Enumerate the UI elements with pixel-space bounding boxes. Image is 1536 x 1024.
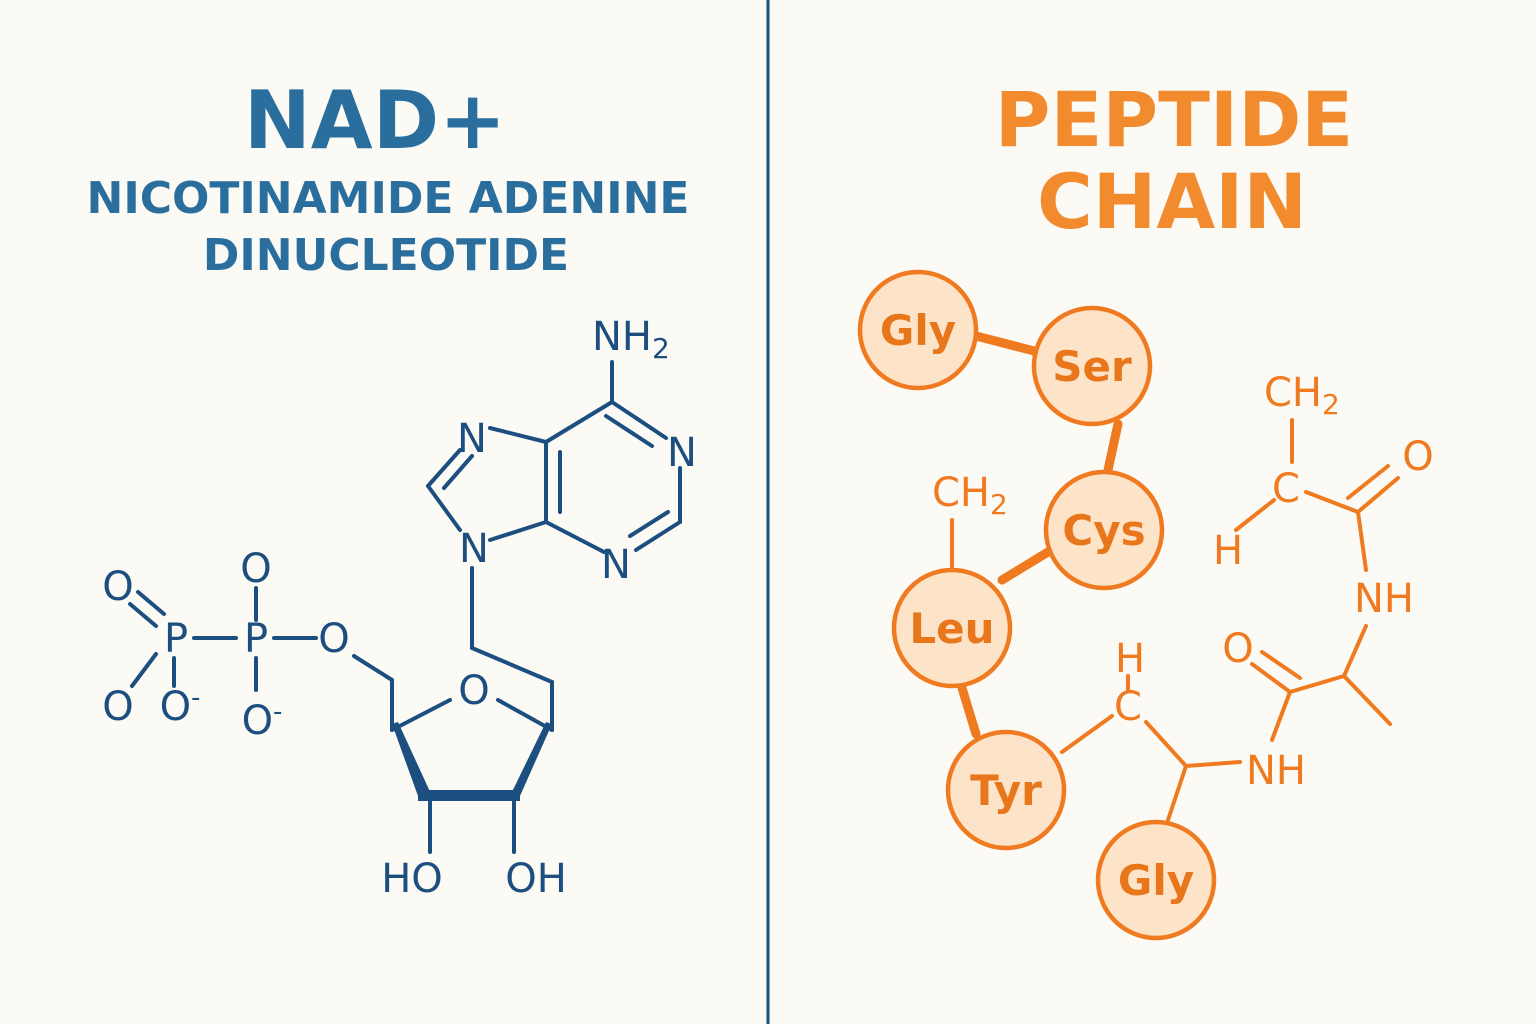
atom-nh-upper: NH [1354,576,1414,622]
atom-o-p2-bottom: O- [242,697,283,744]
phosphate-bonds [128,586,318,692]
atom-p2: P [244,616,268,662]
nad-title: NAD+ [244,74,506,167]
ribose-wedge-right [510,722,552,796]
peptide-title-line2: CHAIN [1037,157,1307,246]
residue-label: Tyr [970,766,1042,815]
atom-o-p2-top: O [240,546,271,592]
atom-c-lower: C [1114,684,1142,730]
residue-label: Cys [1062,506,1145,555]
atom-ho: HO [381,856,443,902]
atom-o-lower: O [1222,626,1253,672]
residue-label: Leu [909,604,994,653]
residue-leu: Leu [891,567,1013,689]
atom-o-upper: O [1402,434,1433,480]
atom-nh2: NH2 [592,314,670,365]
nad-subtitle-line1: NICOTINAMIDE ADENINE [87,173,690,224]
atom-o-bridge: O [318,616,349,662]
atom-o-p1-left-bottom: O [102,684,133,730]
peptide-bonds [950,418,1400,822]
nad-panel: NAD+ NICOTINAMIDE ADENINE DINUCLEOTIDE [87,74,697,902]
atom-ch2-left: CH2 [932,470,1008,521]
atom-n-bottom: N [601,542,631,588]
residue-gly-1: Gly [857,269,979,391]
peptide-panel: PEPTIDE CHAIN [857,75,1434,941]
peptide-title-line1: PEPTIDE [995,75,1353,164]
atom-oh: OH [505,856,567,902]
residue-cys: Cys [1043,469,1165,591]
ribose-bonds [352,646,554,854]
ribose-wedge-left [392,722,432,796]
nad-structure: NH2 N N N N O O HO OH P P O O O O- O- [102,314,697,902]
atom-nh-lower: NH [1246,748,1306,794]
residue-label: Ser [1052,342,1132,391]
residue-links [957,331,1123,739]
residue-gly-2: Gly [1095,819,1217,941]
nad-subtitle-line2: DINUCLEOTIDE [203,230,569,281]
residue-label: Gly [880,306,956,355]
atom-h-upper: H [1213,528,1243,574]
atom-h-lower: H [1115,636,1145,682]
atom-c-upper: C [1272,466,1300,512]
ribose-bold-bond [418,790,520,801]
atom-n-top: N [457,416,487,462]
residue-label: Gly [1118,856,1194,905]
atom-o-p1-top: O [102,564,133,610]
residue-ser: Ser [1031,305,1153,427]
adenine-bonds [426,360,682,650]
atom-ch2-right: CH2 [1264,370,1340,421]
atom-o-ring: O [458,668,489,714]
atom-n-right: N [667,430,697,476]
residue-tyr: Tyr [945,729,1067,851]
atom-n-nine: N [459,526,489,572]
atom-o-p1-bottom: O- [160,683,201,730]
atom-p1: P [164,616,188,662]
